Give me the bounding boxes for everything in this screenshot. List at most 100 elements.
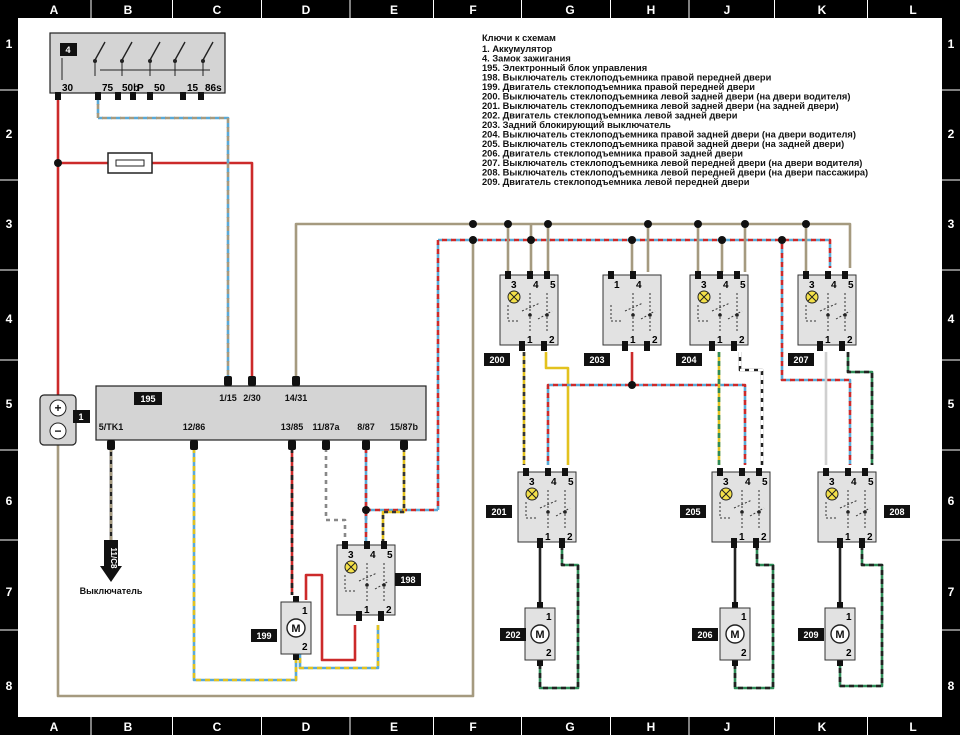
switch-tag: 204	[681, 355, 696, 365]
legend-item: 1. Аккумулятор	[482, 44, 553, 54]
motor-pin-label: 1	[302, 606, 308, 617]
switch-pin-label: 5	[762, 477, 768, 488]
switch-pin-label: 5	[740, 280, 746, 291]
connector-11c8: 11/C8 Выключатель	[80, 540, 143, 596]
grid-row-right: 1	[948, 37, 955, 51]
grid-col-top: F	[469, 3, 476, 17]
switch-pin-label: 1	[364, 605, 370, 616]
ecu-top-pin-label: 14/31	[285, 393, 308, 403]
ignition-pin	[130, 92, 136, 100]
junction-dot	[469, 236, 477, 244]
junction-dot	[362, 506, 370, 514]
switch-pin-label: 4	[533, 280, 539, 291]
ignition-pin	[180, 92, 186, 100]
ecu-bottom-pin	[322, 440, 330, 450]
grid-col-bottom: K	[818, 720, 827, 734]
junction-dot	[718, 236, 726, 244]
grid-col-top: D	[302, 3, 311, 17]
grid-row-right: 6	[948, 494, 955, 508]
grid-col-top: L	[909, 3, 916, 17]
switch-body	[499, 274, 559, 346]
grid-col-bottom: L	[909, 720, 916, 734]
switch-tag: 208	[889, 507, 904, 517]
junction-dot	[628, 381, 636, 389]
grid-col-top: C	[213, 3, 222, 17]
fuse	[107, 152, 153, 174]
switch-tag: 205	[685, 507, 700, 517]
junction-dot	[469, 220, 477, 228]
switch-body	[711, 471, 771, 543]
grid-row-left: 3	[6, 217, 13, 231]
battery-plus: +	[54, 401, 61, 415]
grid-col-bottom: H	[647, 720, 656, 734]
junction-dot	[628, 236, 636, 244]
switch-pin-label: 4	[745, 477, 751, 488]
wire-fuse-out	[150, 161, 254, 382]
switch-tag: 207	[793, 355, 808, 365]
switch-pin-label: 1	[527, 335, 533, 346]
ecu-bottom-pin	[107, 440, 115, 450]
switch-tag: 198	[400, 575, 415, 585]
motor-symbol: M	[730, 629, 739, 641]
switch-pin-label: 4	[723, 280, 729, 291]
grid-col-bottom: A	[50, 720, 59, 734]
motor-icon	[725, 624, 745, 644]
motor-tag: 202	[505, 630, 520, 640]
legend-item: 202. Двигатель стеклоподъемника левой за…	[482, 111, 738, 121]
grid-col-top: G	[565, 3, 574, 17]
switch-pin-label: 1	[614, 280, 620, 291]
ignition-pin	[55, 92, 61, 100]
legend-item: 203. Задний блокирующий выключатель	[482, 120, 671, 130]
switch-pin-label: 5	[868, 477, 874, 488]
ecu-bottom-pin-label: 11/87a	[312, 422, 340, 432]
ignition-pin-label: 50	[154, 83, 166, 94]
junction-dot	[694, 220, 702, 228]
switch-pin-label: 2	[652, 335, 658, 346]
motor-icon	[530, 624, 550, 644]
ecu-tag: 195	[140, 394, 155, 404]
grid-row-right: 5	[948, 397, 955, 411]
switch-pin-label: 4	[370, 550, 376, 561]
ignition-pin-label: P	[137, 83, 144, 94]
motor-symbol: M	[535, 629, 544, 641]
switch-pin-label: 1	[739, 532, 745, 543]
wire-ground-bus	[294, 222, 852, 382]
battery-tag: 1	[78, 412, 83, 422]
switch-pin-label: 2	[549, 335, 555, 346]
ecu-bottom-pin	[400, 440, 408, 450]
motor-icon	[286, 618, 306, 638]
switch-body	[689, 274, 749, 346]
junction-dot	[544, 220, 552, 228]
legend-item: 195. Электронный блок управления	[482, 63, 647, 73]
ecu-bottom-pin-label: 12/86	[183, 422, 206, 432]
grid-col-top: B	[124, 3, 133, 17]
switch-pin-label: 5	[848, 280, 854, 291]
junction-dot	[54, 159, 62, 167]
grid-row-right: 3	[948, 217, 955, 231]
ignition-pin	[147, 92, 153, 100]
grid-row-right: 7	[948, 585, 955, 599]
legend-title: Ключи к схемам	[482, 33, 556, 43]
junction-dot	[778, 236, 786, 244]
grid-col-top: A	[50, 3, 59, 17]
switch-pin-label: 5	[568, 477, 574, 488]
grid-col-bottom: B	[124, 720, 133, 734]
legend-item: 207. Выключатель стеклоподъемника левой …	[482, 158, 862, 168]
junction-dot	[802, 220, 810, 228]
grid-row-left: 5	[6, 397, 13, 411]
switch-pin-label: 2	[761, 532, 767, 543]
grid-row-left: 4	[6, 312, 13, 326]
motor-symbol: M	[291, 623, 300, 635]
switch-pin-label: 3	[511, 280, 517, 291]
ecu-top-pin-label: 2/30	[243, 393, 261, 403]
motor-pin-label: 1	[741, 612, 747, 623]
switch-pin-label: 3	[348, 550, 354, 561]
